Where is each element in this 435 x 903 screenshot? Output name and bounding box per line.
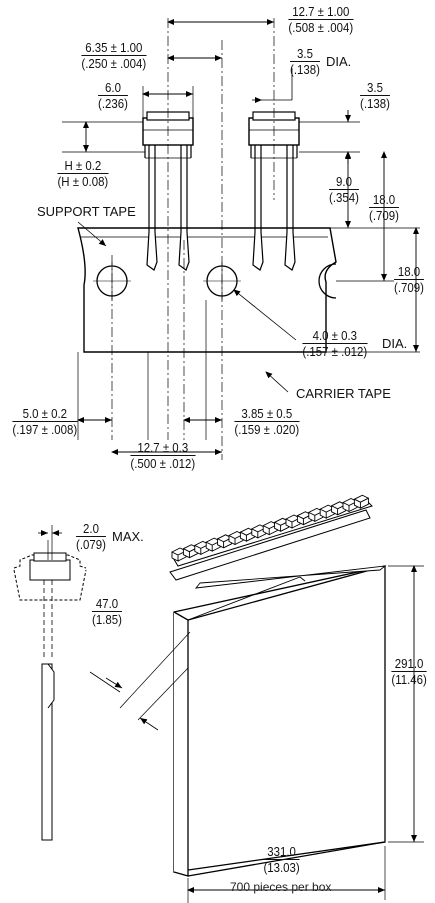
caption: 700 pieces per box: [230, 880, 332, 894]
dim-box-height: 291.0(11.46): [391, 656, 427, 687]
carrier-tape-label: CARRIER TAPE: [296, 386, 391, 401]
side-view: [13, 525, 87, 841]
dim-pitch-top: 12.7 ± 1.00(.508 ± .004): [288, 4, 354, 35]
dim-body-height: 3.5(.138): [360, 80, 390, 111]
ammo-box: [169, 499, 387, 877]
strip-component: [353, 494, 370, 509]
dim-support-to-hole: 9.0(.354): [329, 174, 359, 205]
dim-box-width: 331.0(13.03): [263, 844, 300, 875]
dim-hole-dia: 4.0 ± 0.3(.157 ± .012): [302, 328, 368, 359]
dim-tilt: 2.0(.079): [76, 521, 106, 552]
feed-hole-right: [318, 263, 337, 299]
strip-components: [170, 494, 370, 562]
dim-tape-width: 18.0(.709): [394, 264, 424, 295]
dim-tilt-suffix: MAX.: [112, 529, 144, 544]
dim-lead-dia-suffix: DIA.: [326, 54, 352, 69]
dim-hole-to-lead: 3.85 ± 0.5(.159 ± .020): [234, 406, 300, 437]
dim-body-width: 6.0(.236): [98, 80, 128, 111]
dim-tape-top-to-body: 18.0(.709): [369, 192, 399, 223]
strip-component: [193, 540, 210, 556]
dim-edge-to-hole: 5.0 ± 0.2(.197 ± .008): [12, 406, 78, 437]
support-tape-label: SUPPORT TAPE: [37, 204, 136, 219]
dim-box-depth: 47.0(1.85): [92, 596, 122, 627]
dim-lead-offset: 6.35 ± 1.00(.250 ± .004): [81, 40, 147, 71]
dim-h: H ± 0.2(H ± 0.08): [57, 158, 109, 189]
dim-lead-dia: 3.5(.138): [290, 46, 320, 77]
dim-hole-dia-suffix: DIA.: [382, 336, 408, 351]
dim-hole-pitch: 12.7 ± 0.3(.500 ± .012): [130, 440, 196, 471]
